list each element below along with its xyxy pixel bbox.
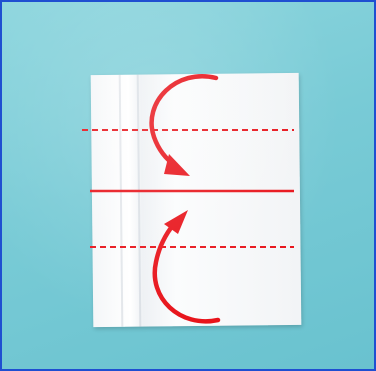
curved-arrow-down-icon (152, 76, 216, 176)
curved-arrow-up-icon (155, 210, 218, 321)
fold-diagram-overlay (2, 2, 374, 369)
